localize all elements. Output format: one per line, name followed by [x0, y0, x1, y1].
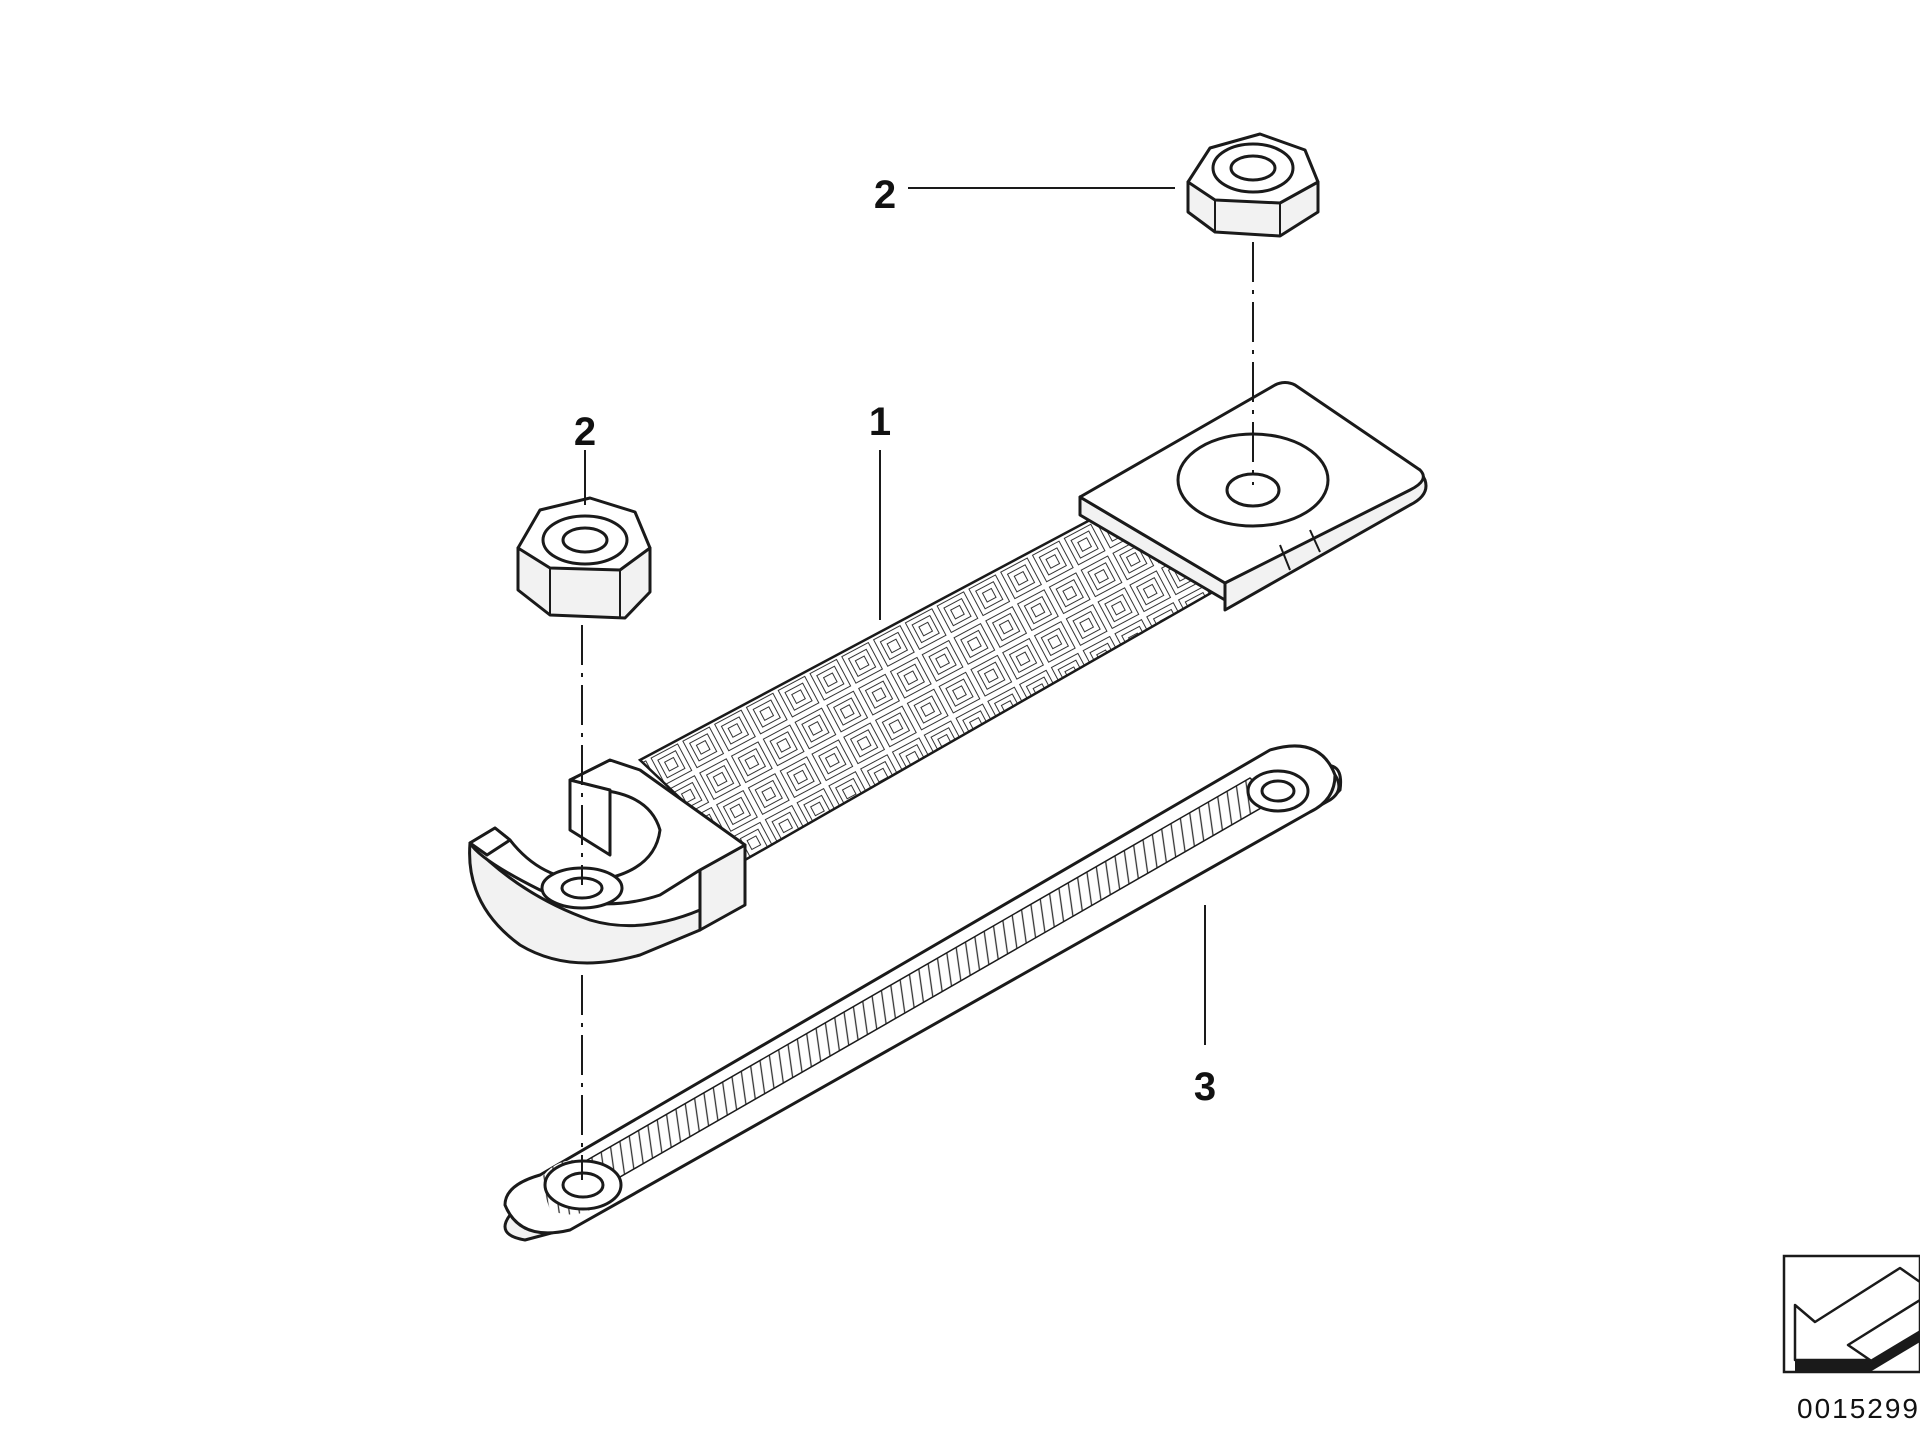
strap-terminal-left [468, 758, 747, 965]
callout-nut-left: 2 [574, 410, 596, 454]
callout-nut-top: 2 [874, 173, 896, 217]
document-number: 00152999 [1797, 1393, 1920, 1424]
ground-strap [468, 381, 1428, 965]
hex-nut-top [1186, 132, 1320, 238]
arrow-direction-icon [1782, 1254, 1920, 1374]
callout-pad: 3 [1194, 1065, 1216, 1109]
strap-terminal-right [1078, 381, 1428, 612]
ribbed-pad [503, 744, 1343, 1242]
hex-nut-left [516, 496, 652, 620]
callout-strap: 1 [869, 400, 891, 444]
